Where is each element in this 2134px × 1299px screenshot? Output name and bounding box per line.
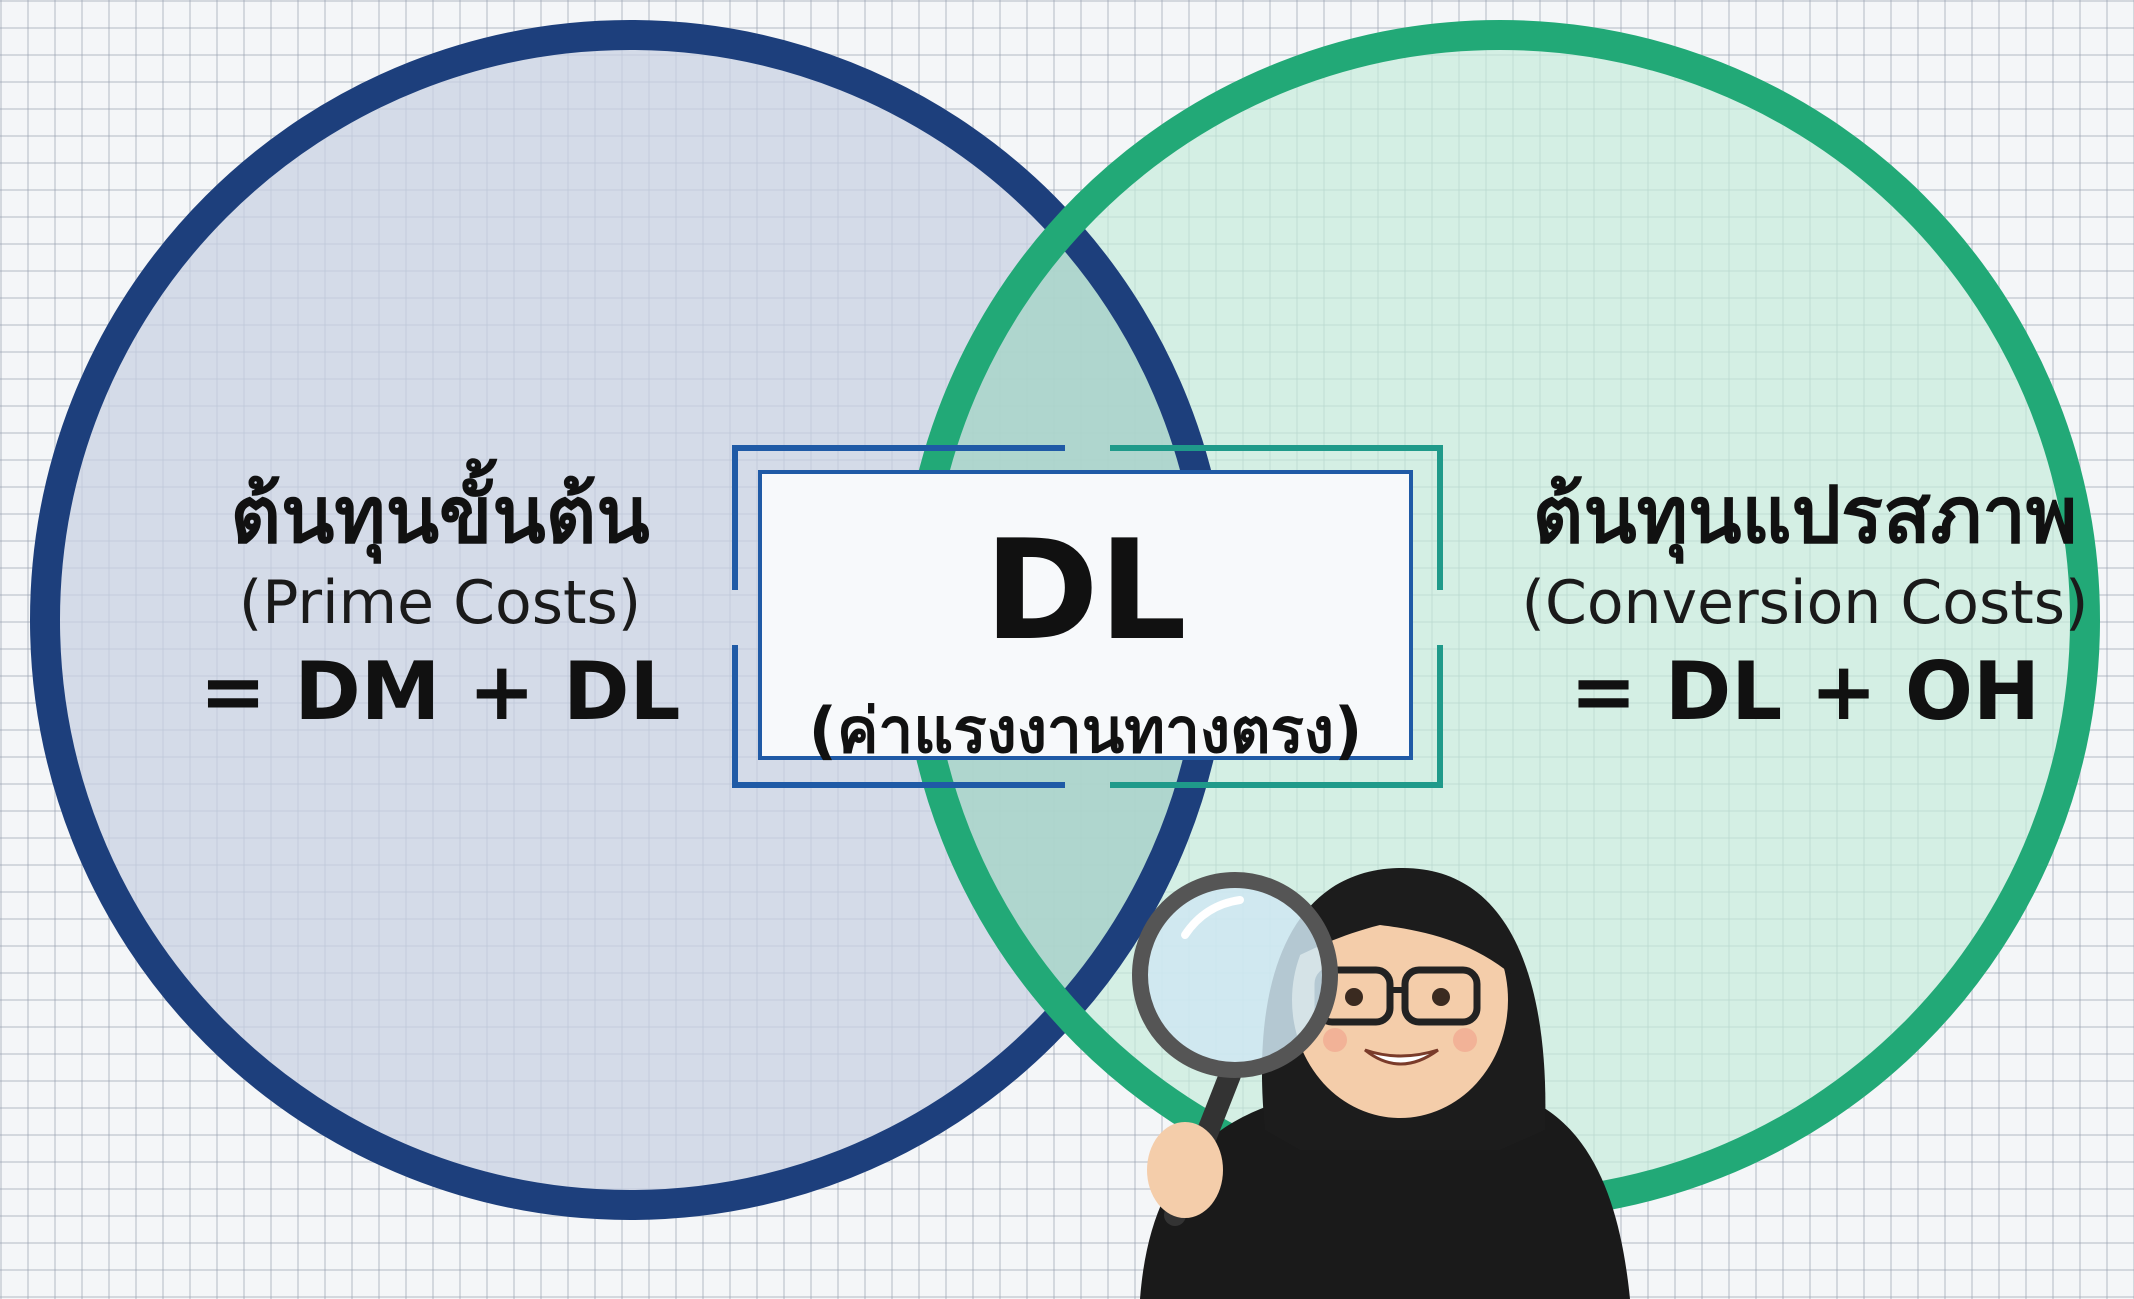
conversion-costs-formula: = DL + OH bbox=[1570, 644, 2040, 738]
prime-costs-formula: = DM + DL bbox=[199, 644, 681, 738]
prime-costs-circle-fill bbox=[45, 35, 1215, 1205]
prime-costs-english-title: (Prime Costs) bbox=[238, 567, 642, 638]
prime-costs-label: ต้นทุนขั้นต้น (Prime Costs) = DM + DL bbox=[160, 470, 720, 742]
conversion-costs-thai-title: ต้นทุนแปรสภาพ bbox=[1532, 471, 2078, 561]
center-box-brackets bbox=[732, 445, 1443, 788]
direct-labor-code: DL bbox=[984, 510, 1187, 671]
direct-labor-box: DL (ค่าแรงงานทางตรง) bbox=[758, 470, 1413, 767]
direct-labor-thai-label: (ค่าแรงงานทางตรง) bbox=[808, 694, 1363, 767]
conversion-costs-label: ต้นทุนแปรสภาพ (Conversion Costs) = DL + … bbox=[1490, 470, 2120, 742]
prime-costs-thai-title: ต้นทุนขั้นต้น bbox=[230, 471, 650, 561]
person-with-magnifying-glass-icon bbox=[1132, 867, 1630, 1299]
conversion-costs-english-title: (Conversion Costs) bbox=[1521, 567, 2089, 638]
